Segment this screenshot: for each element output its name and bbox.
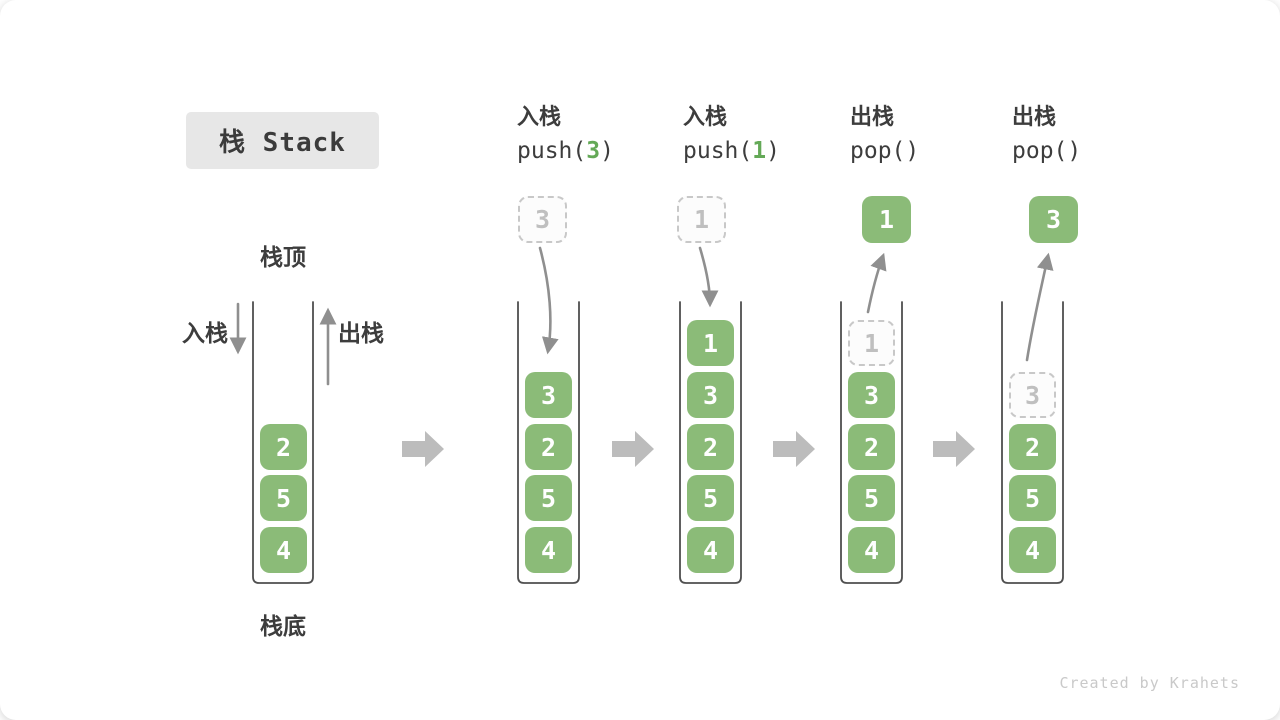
code-arg: 3: [586, 138, 601, 164]
op-name: 入栈: [683, 104, 728, 129]
code-arg: 1: [752, 138, 767, 164]
stack-top-label: 栈顶: [260, 244, 306, 270]
ghost-stack-cell: 3: [1009, 372, 1056, 418]
stack-cell: 4: [687, 527, 734, 573]
title-badge: 栈 Stack: [186, 112, 379, 169]
stack-cell: 5: [525, 475, 572, 521]
op-name: 出栈: [1012, 104, 1057, 129]
stack-cell: 3: [525, 372, 572, 418]
stack-cell: 3: [848, 372, 895, 418]
op-name: 出栈: [850, 104, 895, 129]
push3-curve-arrow-icon: [538, 246, 559, 355]
motion-arrows: [229, 246, 1054, 386]
floating-popped-value: 1: [862, 196, 911, 243]
stack-container-2: [517, 301, 580, 584]
stack-cell: 2: [260, 424, 307, 470]
push1-curve-arrow-icon: [698, 246, 719, 308]
pop3-curve-arrow-icon: [1025, 252, 1054, 362]
next-step-arrow-icon: [612, 431, 654, 467]
floating-popped-value: 3: [1029, 196, 1078, 243]
pop1-curve-arrow-icon: [866, 252, 887, 314]
push-side-label: 入栈: [182, 320, 228, 346]
stack-cell: 4: [525, 527, 572, 573]
op-code: push(3): [517, 140, 614, 163]
code-suffix: ): [766, 138, 780, 164]
stack-cell: 2: [848, 424, 895, 470]
stack-cell: 1: [687, 320, 734, 366]
stack-cell: 5: [260, 475, 307, 521]
code-prefix: pop(): [850, 138, 920, 164]
ghost-stack-cell: 1: [848, 320, 895, 366]
op-code: push(1): [683, 140, 780, 163]
stack-cell: 4: [1009, 527, 1056, 573]
op-name: 入栈: [517, 104, 562, 129]
op-code: pop(): [850, 140, 919, 163]
stack-cell: 2: [687, 424, 734, 470]
stage-label-pop3: 出栈 pop(): [1012, 106, 1081, 163]
stack-cell: 4: [260, 527, 307, 573]
code-prefix: pop(): [1012, 138, 1082, 164]
op-code: pop(): [1012, 140, 1081, 163]
floating-push-value: 1: [677, 196, 726, 243]
stage-label-push1: 入栈 push(1): [683, 106, 780, 163]
stage-label-push3: 入栈 push(3): [517, 106, 614, 163]
stack-container-3: [679, 301, 742, 584]
stack-cell: 5: [1009, 475, 1056, 521]
stack-cell: 3: [687, 372, 734, 418]
stack-bottom-label: 栈底: [260, 613, 306, 639]
next-step-arrow-icon: [933, 431, 975, 467]
stack-cell: 5: [848, 475, 895, 521]
next-step-arrow-icon: [402, 431, 444, 467]
pop-side-label: 出栈: [338, 320, 384, 346]
code-prefix: push(: [683, 138, 753, 164]
stack-container-5: [1001, 301, 1064, 584]
code-prefix: push(: [517, 138, 587, 164]
page-title: 栈 Stack: [219, 128, 346, 158]
stack-cell: 4: [848, 527, 895, 573]
stack-cell: 2: [525, 424, 572, 470]
stack-container-4: [840, 301, 903, 584]
stack-cell: 5: [687, 475, 734, 521]
stage-label-pop1: 出栈 pop(): [850, 106, 919, 163]
step-chevrons: [402, 431, 975, 467]
next-step-arrow-icon: [773, 431, 815, 467]
stack-cell: 2: [1009, 424, 1056, 470]
stack-container-1: [252, 301, 314, 584]
credit-text: Created by Krahets: [1059, 674, 1240, 692]
floating-push-value: 3: [518, 196, 567, 243]
stack-container-outlines: [252, 301, 1064, 584]
code-suffix: ): [600, 138, 614, 164]
